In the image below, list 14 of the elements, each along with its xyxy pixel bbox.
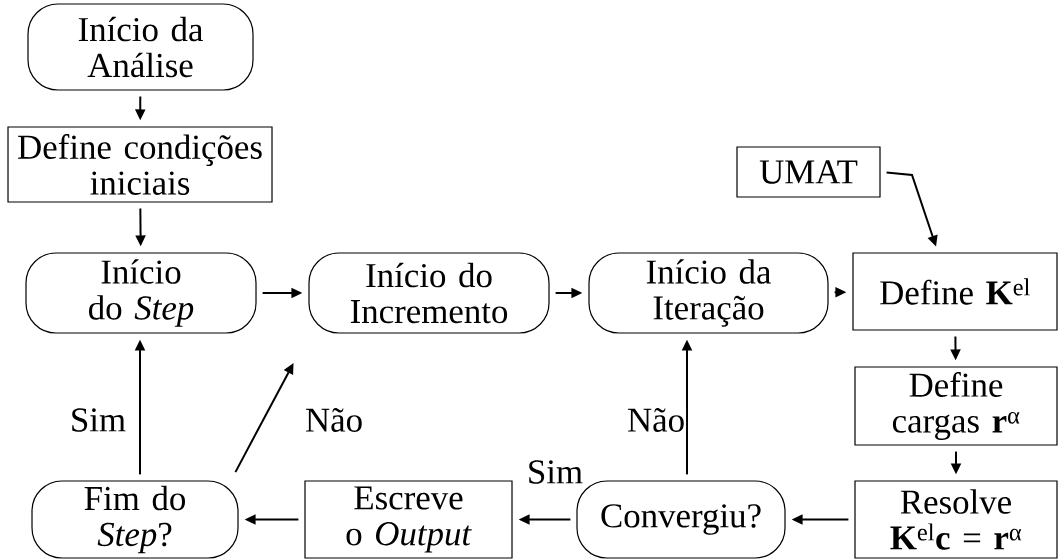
terminal-box: Início da Análise xyxy=(27,3,254,91)
edge-label: Sim xyxy=(68,407,128,433)
edge-label: Não xyxy=(303,407,365,433)
edge-label: Não xyxy=(625,407,687,433)
terminal-box: Fim do Step? xyxy=(31,480,239,559)
terminal-box: Início da Iteração xyxy=(588,252,829,334)
terminal-box: Início do Incremento xyxy=(308,252,550,334)
process-box: UMAT xyxy=(736,146,881,198)
process-box: Define cargas r$^{α}$ xyxy=(854,366,1058,446)
process-box: Define K$^{el}$ xyxy=(852,252,1058,331)
process-box: Resolve K$^{el}$c = r$^{α}$ xyxy=(854,480,1058,559)
process-box: Escreve o Output xyxy=(304,480,513,559)
process-box: Define condições iniciais xyxy=(7,126,273,203)
terminal-box: Início do Step xyxy=(25,252,257,334)
